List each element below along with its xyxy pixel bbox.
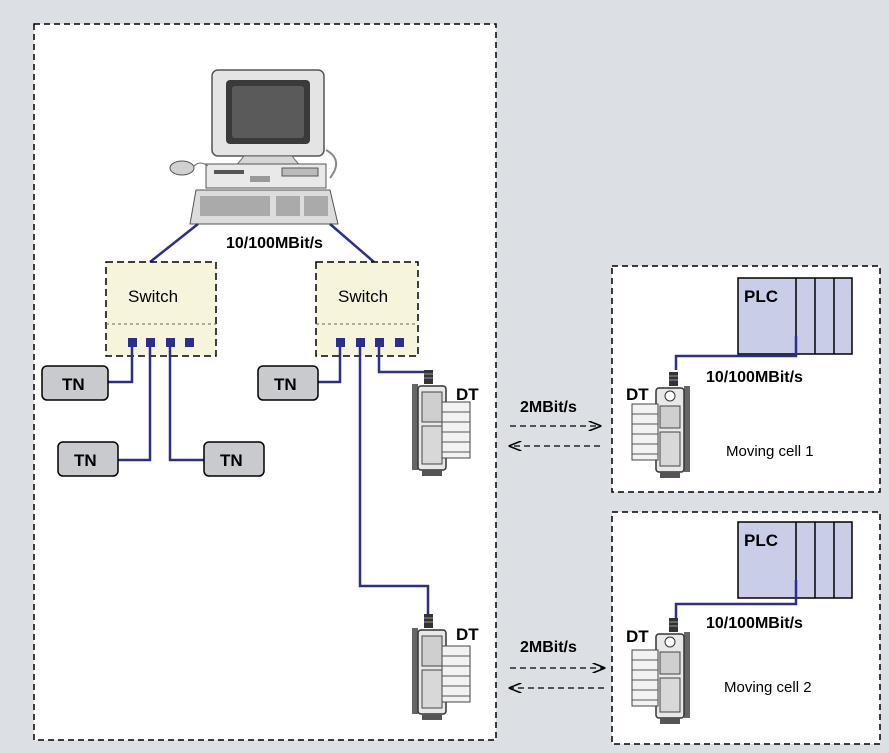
cell-1-dt-label: DT bbox=[626, 385, 649, 404]
cell-2-dt-label: DT bbox=[626, 627, 649, 646]
tn-node-4-label: TN bbox=[274, 375, 297, 394]
switch-left-label: Switch bbox=[128, 287, 178, 306]
cell-1-name: Moving cell 1 bbox=[726, 443, 814, 460]
switch-right-port-4 bbox=[395, 338, 404, 347]
switch-right-port-1 bbox=[336, 338, 345, 347]
switch-right: Switch bbox=[315, 261, 419, 357]
pc-cable-right bbox=[329, 223, 375, 263]
cable-switch-right-tn4 bbox=[318, 347, 342, 384]
switch-left: Switch bbox=[105, 261, 217, 357]
switch-left-port-4 bbox=[185, 338, 194, 347]
cell-1-plc-label: PLC bbox=[744, 287, 778, 306]
tn-node-1: TN bbox=[41, 365, 109, 401]
cable-switch-left-tn1 bbox=[108, 347, 134, 384]
cell-1-cable bbox=[674, 336, 798, 370]
cell-2-plc-label: PLC bbox=[744, 531, 778, 550]
cell-1-link-speed: 10/100MBit/s bbox=[706, 369, 803, 386]
cell-2-name: Moving cell 2 bbox=[724, 679, 812, 696]
cable-switch-left-tn2 bbox=[118, 347, 152, 462]
switch-left-port-3 bbox=[166, 338, 175, 347]
switch-right-port-3 bbox=[375, 338, 384, 347]
cable-switch-left-tn3 bbox=[168, 347, 204, 462]
switch-right-label: Switch bbox=[338, 287, 388, 306]
radio-link-1-speed: 2MBit/s bbox=[520, 399, 577, 416]
switch-left-port-2 bbox=[146, 338, 155, 347]
radio-link-2-speed: 2MBit/s bbox=[520, 639, 577, 656]
pc-icon bbox=[169, 69, 339, 225]
cell-2-link-speed: 10/100MBit/s bbox=[706, 615, 803, 632]
cell-1-plc: PLC bbox=[737, 277, 853, 355]
pc-link-speed-label: 10/100MBit/s bbox=[226, 235, 323, 252]
tn-node-3: TN bbox=[203, 441, 265, 477]
tn-node-2: TN bbox=[57, 441, 119, 477]
tn-node-1-label: TN bbox=[62, 375, 85, 394]
pc-cable-left bbox=[149, 223, 199, 263]
switch-left-port-1 bbox=[128, 338, 137, 347]
tn-node-4: TN bbox=[257, 365, 319, 401]
switch-right-port-2 bbox=[356, 338, 365, 347]
cell-2-cable bbox=[674, 580, 798, 618]
dt-lower-label: DT bbox=[456, 625, 479, 644]
cable-switch-right-dt-lower bbox=[358, 347, 430, 614]
tn-node-2-label: TN bbox=[74, 451, 97, 470]
dt-upper-label: DT bbox=[456, 385, 479, 404]
tn-node-3-label: TN bbox=[220, 451, 243, 470]
